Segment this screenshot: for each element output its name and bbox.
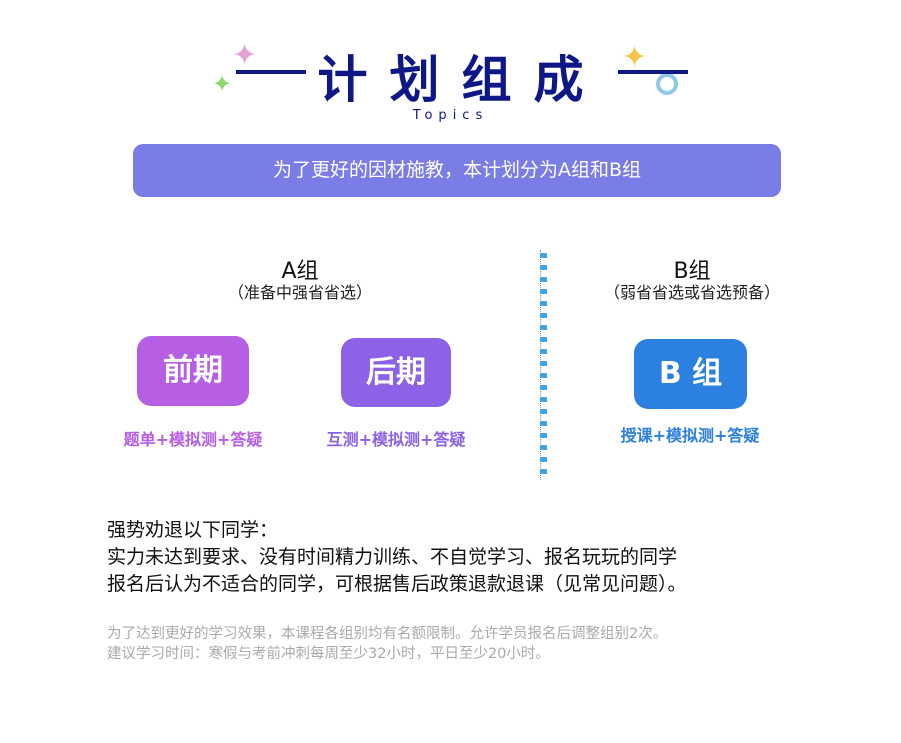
divider — [540, 250, 547, 480]
advice-line: 报名后认为不适合的同学，可根据售后政策退款退课（见常见问题）。 — [107, 573, 687, 595]
note-line: 建议学习时间：寒假与考前冲刺每周至少32小时，平日至少20小时。 — [107, 646, 550, 662]
phase-early-content: 题单+模拟测+答疑 — [123, 430, 263, 449]
group-b-content: 授课+模拟测+答疑 — [620, 426, 760, 445]
group-a-desc: （准备中强省省选） — [227, 283, 372, 302]
advice-line: 实力未达到要求、没有时间精力训练、不自觉学习、报名玩玩的同学 — [107, 546, 678, 568]
ring-icon — [656, 73, 678, 95]
star-icon: ✦ — [232, 38, 258, 73]
star-icon: ✦ — [212, 70, 233, 98]
phase-late-content: 互测+模拟测+答疑 — [326, 430, 466, 449]
star-icon: ✦ — [622, 40, 648, 75]
phase-early-box: 前期 — [137, 336, 249, 406]
title-line-left — [236, 70, 306, 74]
advice-heading: 强势劝退以下同学： — [107, 519, 279, 541]
group-b-desc: （弱省省选或省选预备） — [603, 283, 780, 302]
page-subtitle: Topics — [412, 108, 489, 123]
title-line-right — [618, 70, 688, 74]
page-title: 计划组成 — [317, 51, 606, 109]
group-a-title: A组 — [281, 259, 319, 284]
intro-banner: 为了更好的因材施教，本计划分为A组和B组 — [133, 144, 781, 197]
note-line: 为了达到更好的学习效果，本课程各组别均有名额限制。允许学员报名后调整组别2次。 — [107, 626, 668, 642]
group-b-box: B 组 — [634, 339, 747, 409]
group-b-title: B组 — [673, 259, 711, 284]
phase-late-box: 后期 — [341, 338, 451, 407]
